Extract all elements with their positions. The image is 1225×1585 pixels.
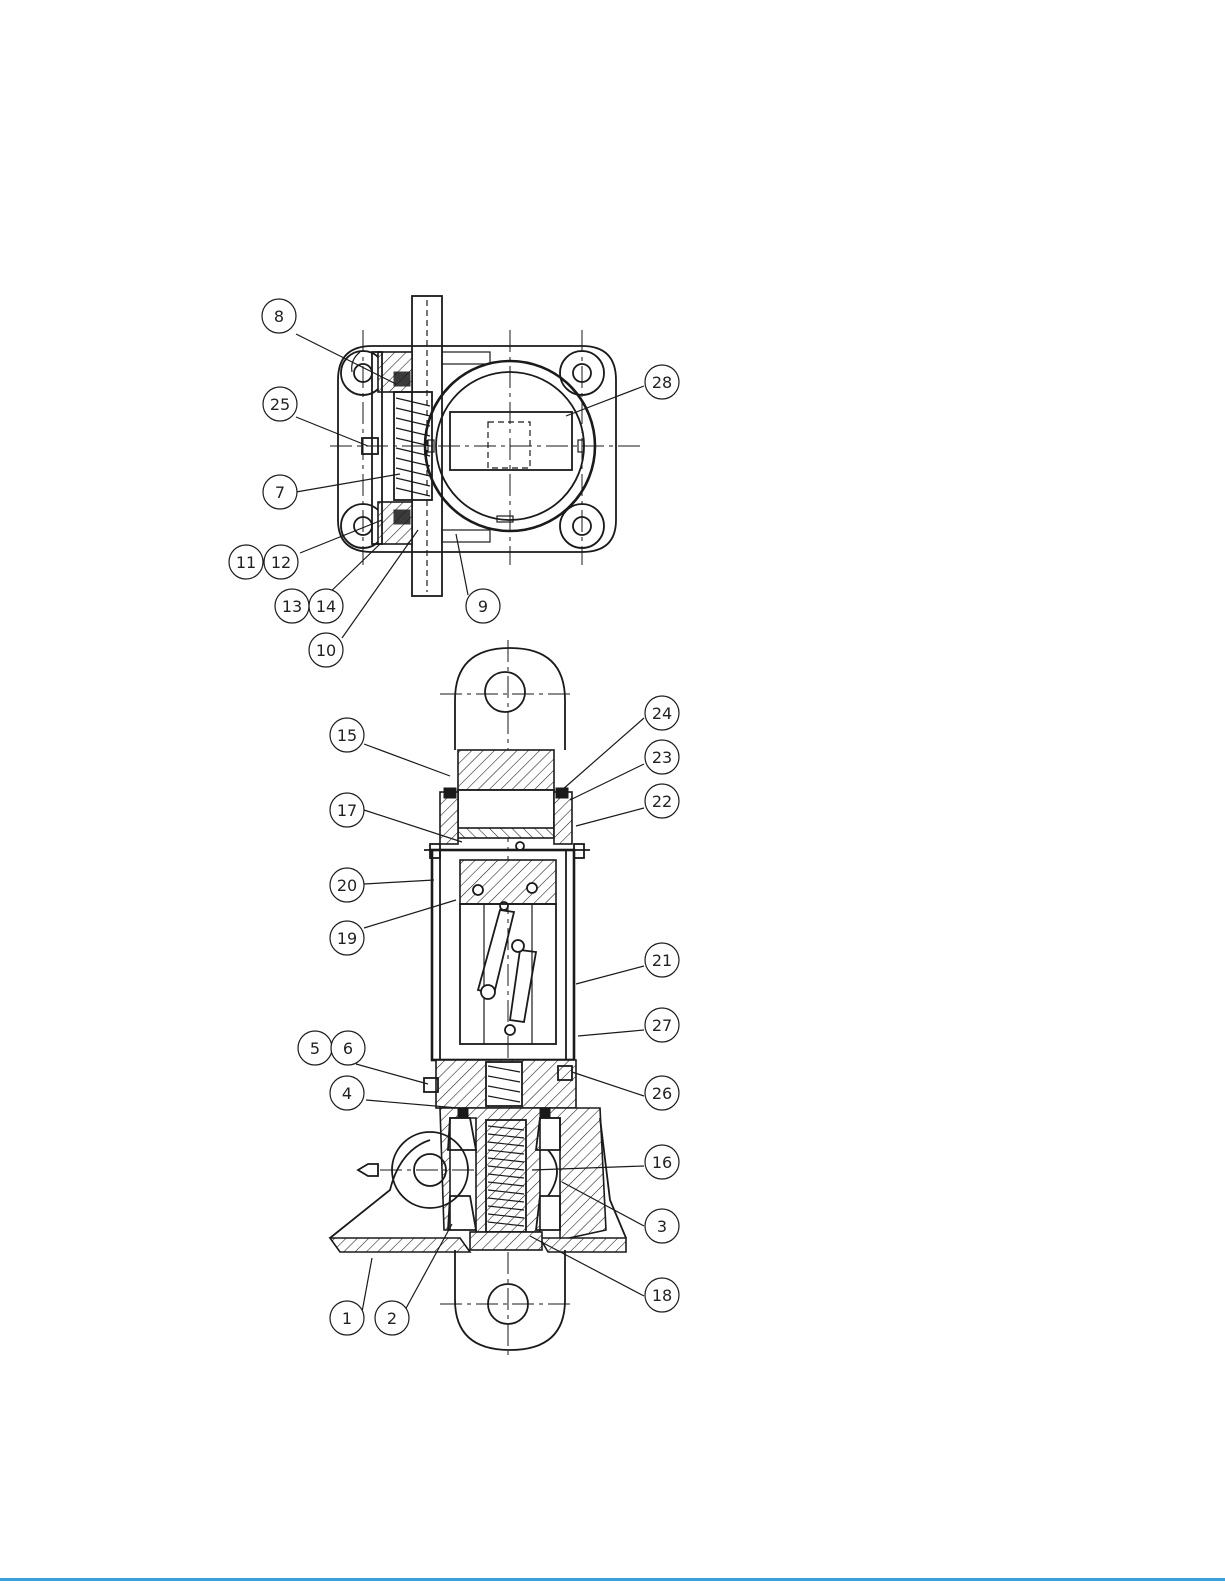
bottom-accent-rule bbox=[0, 1578, 1225, 1581]
top-view bbox=[330, 296, 640, 596]
